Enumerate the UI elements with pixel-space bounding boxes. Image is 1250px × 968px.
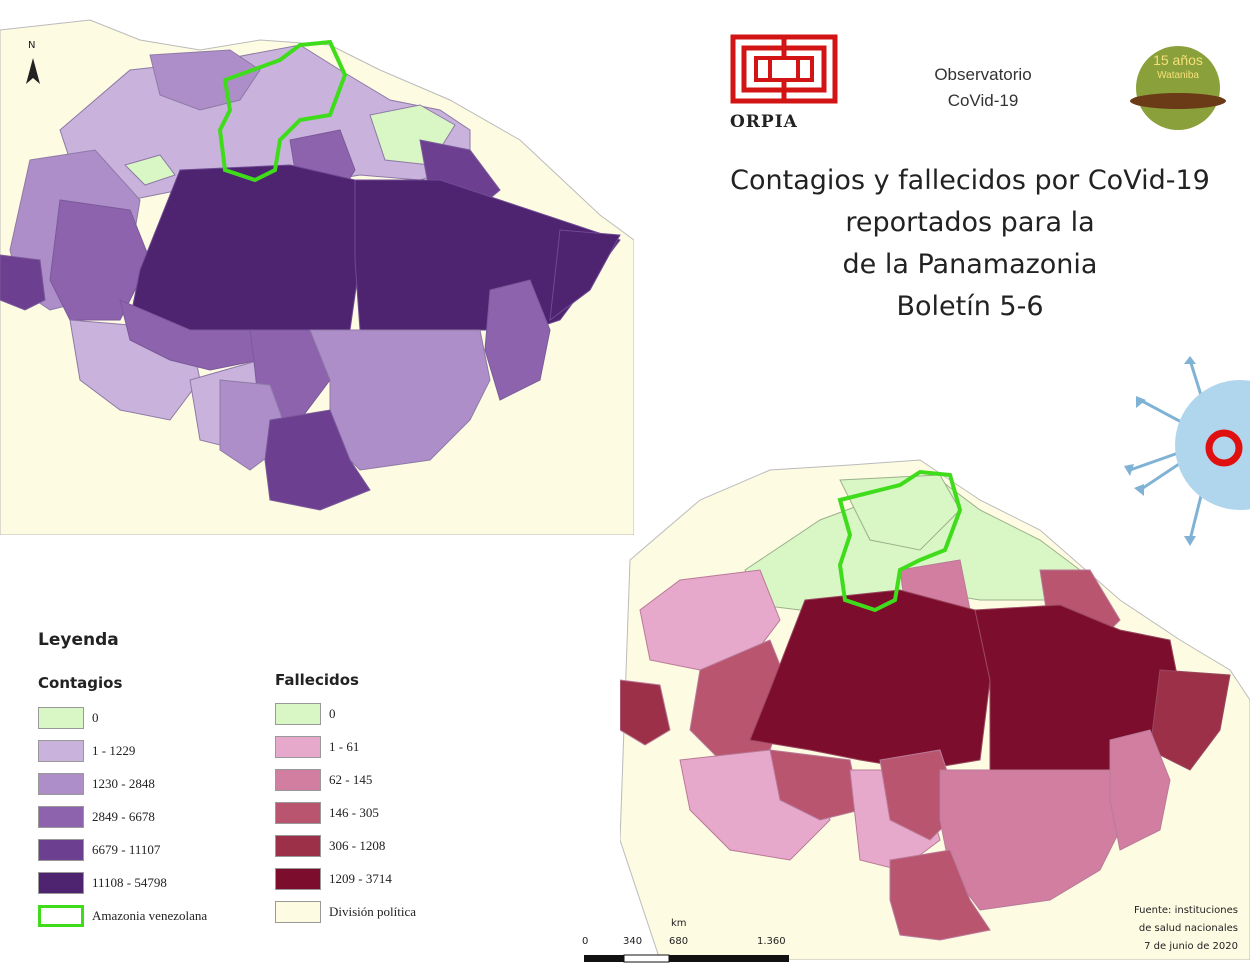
scale-tick-680: 680 bbox=[669, 936, 689, 947]
legend-fallecidos-label: 146 - 305 bbox=[329, 805, 379, 820]
title-line4: Boletín 5-6 bbox=[896, 291, 1044, 322]
orpia-logo: ORPIA bbox=[730, 34, 838, 132]
legend-label-amazonia: Amazonia venezolana bbox=[92, 908, 208, 923]
legend-fallecidos-swatch bbox=[275, 769, 321, 791]
legend-fallecidos-swatch bbox=[275, 703, 321, 725]
legend-fallecidos-swatch bbox=[275, 802, 321, 824]
legend-contagios-label: 0 bbox=[92, 710, 99, 725]
title-line1: Contagios y fallecidos por CoVid-19 bbox=[730, 165, 1210, 196]
legend-row-politica: División política bbox=[275, 898, 416, 926]
observatorio-line2: CoVid-19 bbox=[947, 91, 1019, 110]
title-line3: de la Panamazonia bbox=[842, 249, 1098, 280]
legend-title: Leyenda bbox=[38, 630, 119, 650]
legend-heading-contagios: Contagios bbox=[38, 674, 123, 692]
wataniba-badge: 15 años Wataniba bbox=[1128, 38, 1228, 138]
legend-contagios-row: 1230 - 2848 bbox=[38, 770, 155, 798]
orpia-emblem-icon bbox=[730, 34, 838, 104]
scale-tick-0: 0 bbox=[582, 936, 589, 947]
legend-contagios-swatch bbox=[38, 707, 84, 729]
legend-contagios-label: 2849 - 6678 bbox=[92, 809, 155, 824]
legend-contagios-swatch bbox=[38, 773, 84, 795]
wataniba-badge-line1: 15 años bbox=[1153, 52, 1203, 68]
legend-fallecidos-label: 0 bbox=[329, 706, 336, 721]
legend-contagios-label: 11108 - 54798 bbox=[92, 875, 167, 890]
legend-fallecidos-swatch bbox=[275, 736, 321, 758]
legend-contagios-row: 2849 - 6678 bbox=[38, 803, 155, 831]
legend-fallecidos-row: 1209 - 3714 bbox=[275, 865, 392, 893]
legend-contagios-row: 0 bbox=[38, 704, 99, 732]
legend-row-amazonia: Amazonia venezolana bbox=[38, 902, 207, 930]
scale-unit: km bbox=[671, 918, 687, 929]
legend-fallecidos-swatch bbox=[275, 868, 321, 890]
legend-fallecidos-label: 1209 - 3714 bbox=[329, 871, 392, 886]
title-line2: reportados para la bbox=[845, 207, 1095, 238]
legend-contagios-label: 1230 - 2848 bbox=[92, 776, 155, 791]
source-line3: 7 de junio de 2020 bbox=[1144, 941, 1238, 952]
orpia-logo-text: ORPIA bbox=[730, 112, 798, 132]
legend-label-politica: División política bbox=[329, 904, 417, 919]
wataniba-badge-line2: Wataniba bbox=[1157, 70, 1199, 81]
legend-fallecidos-row: 0 bbox=[275, 700, 336, 728]
source-note: Fuente: instituciones de salud nacionale… bbox=[1050, 902, 1238, 956]
legend-fallecidos-label: 62 - 145 bbox=[329, 772, 373, 787]
contagios-map: N bbox=[0, 0, 634, 535]
legend-contagios-swatch bbox=[38, 872, 84, 894]
observatorio-line1: Observatorio bbox=[934, 65, 1032, 84]
legend-swatch-politica bbox=[275, 901, 321, 923]
legend-contagios-swatch bbox=[38, 740, 84, 762]
legend-contagios-swatch bbox=[38, 806, 84, 828]
legend-swatch-amazonia bbox=[38, 905, 84, 927]
legend-fallecidos-row: 1 - 61 bbox=[275, 733, 359, 761]
map-title: Contagios y fallecidos por CoVid-19 repo… bbox=[700, 160, 1240, 328]
legend-fallecidos-label: 1 - 61 bbox=[329, 739, 360, 754]
legend-fallecidos-label: 306 - 1208 bbox=[329, 838, 386, 853]
scale-bar bbox=[584, 954, 789, 963]
observatorio-heading: Observatorio CoVid-19 bbox=[898, 62, 1068, 114]
source-line2: de salud nacionales bbox=[1138, 923, 1238, 934]
scale-tick-1360: 1.360 bbox=[757, 936, 786, 947]
source-line1: Fuente: instituciones bbox=[1133, 905, 1238, 916]
legend-contagios-swatch bbox=[38, 839, 84, 861]
scale-tick-340: 340 bbox=[623, 936, 643, 947]
wataniba-badge-icon bbox=[1130, 46, 1226, 130]
legend-contagios-row: 11108 - 54798 bbox=[38, 869, 167, 897]
legend-contagios-label: 1 - 1229 bbox=[92, 743, 136, 758]
legend-fallecidos-row: 146 - 305 bbox=[275, 799, 379, 827]
legend-heading-fallecidos: Fallecidos bbox=[275, 671, 359, 689]
legend-fallecidos-swatch bbox=[275, 835, 321, 857]
legend-contagios-label: 6679 - 11107 bbox=[92, 842, 161, 857]
legend-fallecidos-row: 306 - 1208 bbox=[275, 832, 385, 860]
legend-contagios-row: 1 - 1229 bbox=[38, 737, 135, 765]
legend-fallecidos-row: 62 - 145 bbox=[275, 766, 372, 794]
north-arrow-icon bbox=[26, 58, 40, 84]
north-label: N bbox=[28, 40, 35, 51]
fallecidos-map bbox=[620, 459, 1250, 960]
legend-contagios-row: 6679 - 11107 bbox=[38, 836, 160, 864]
virus-icon bbox=[1124, 356, 1250, 546]
